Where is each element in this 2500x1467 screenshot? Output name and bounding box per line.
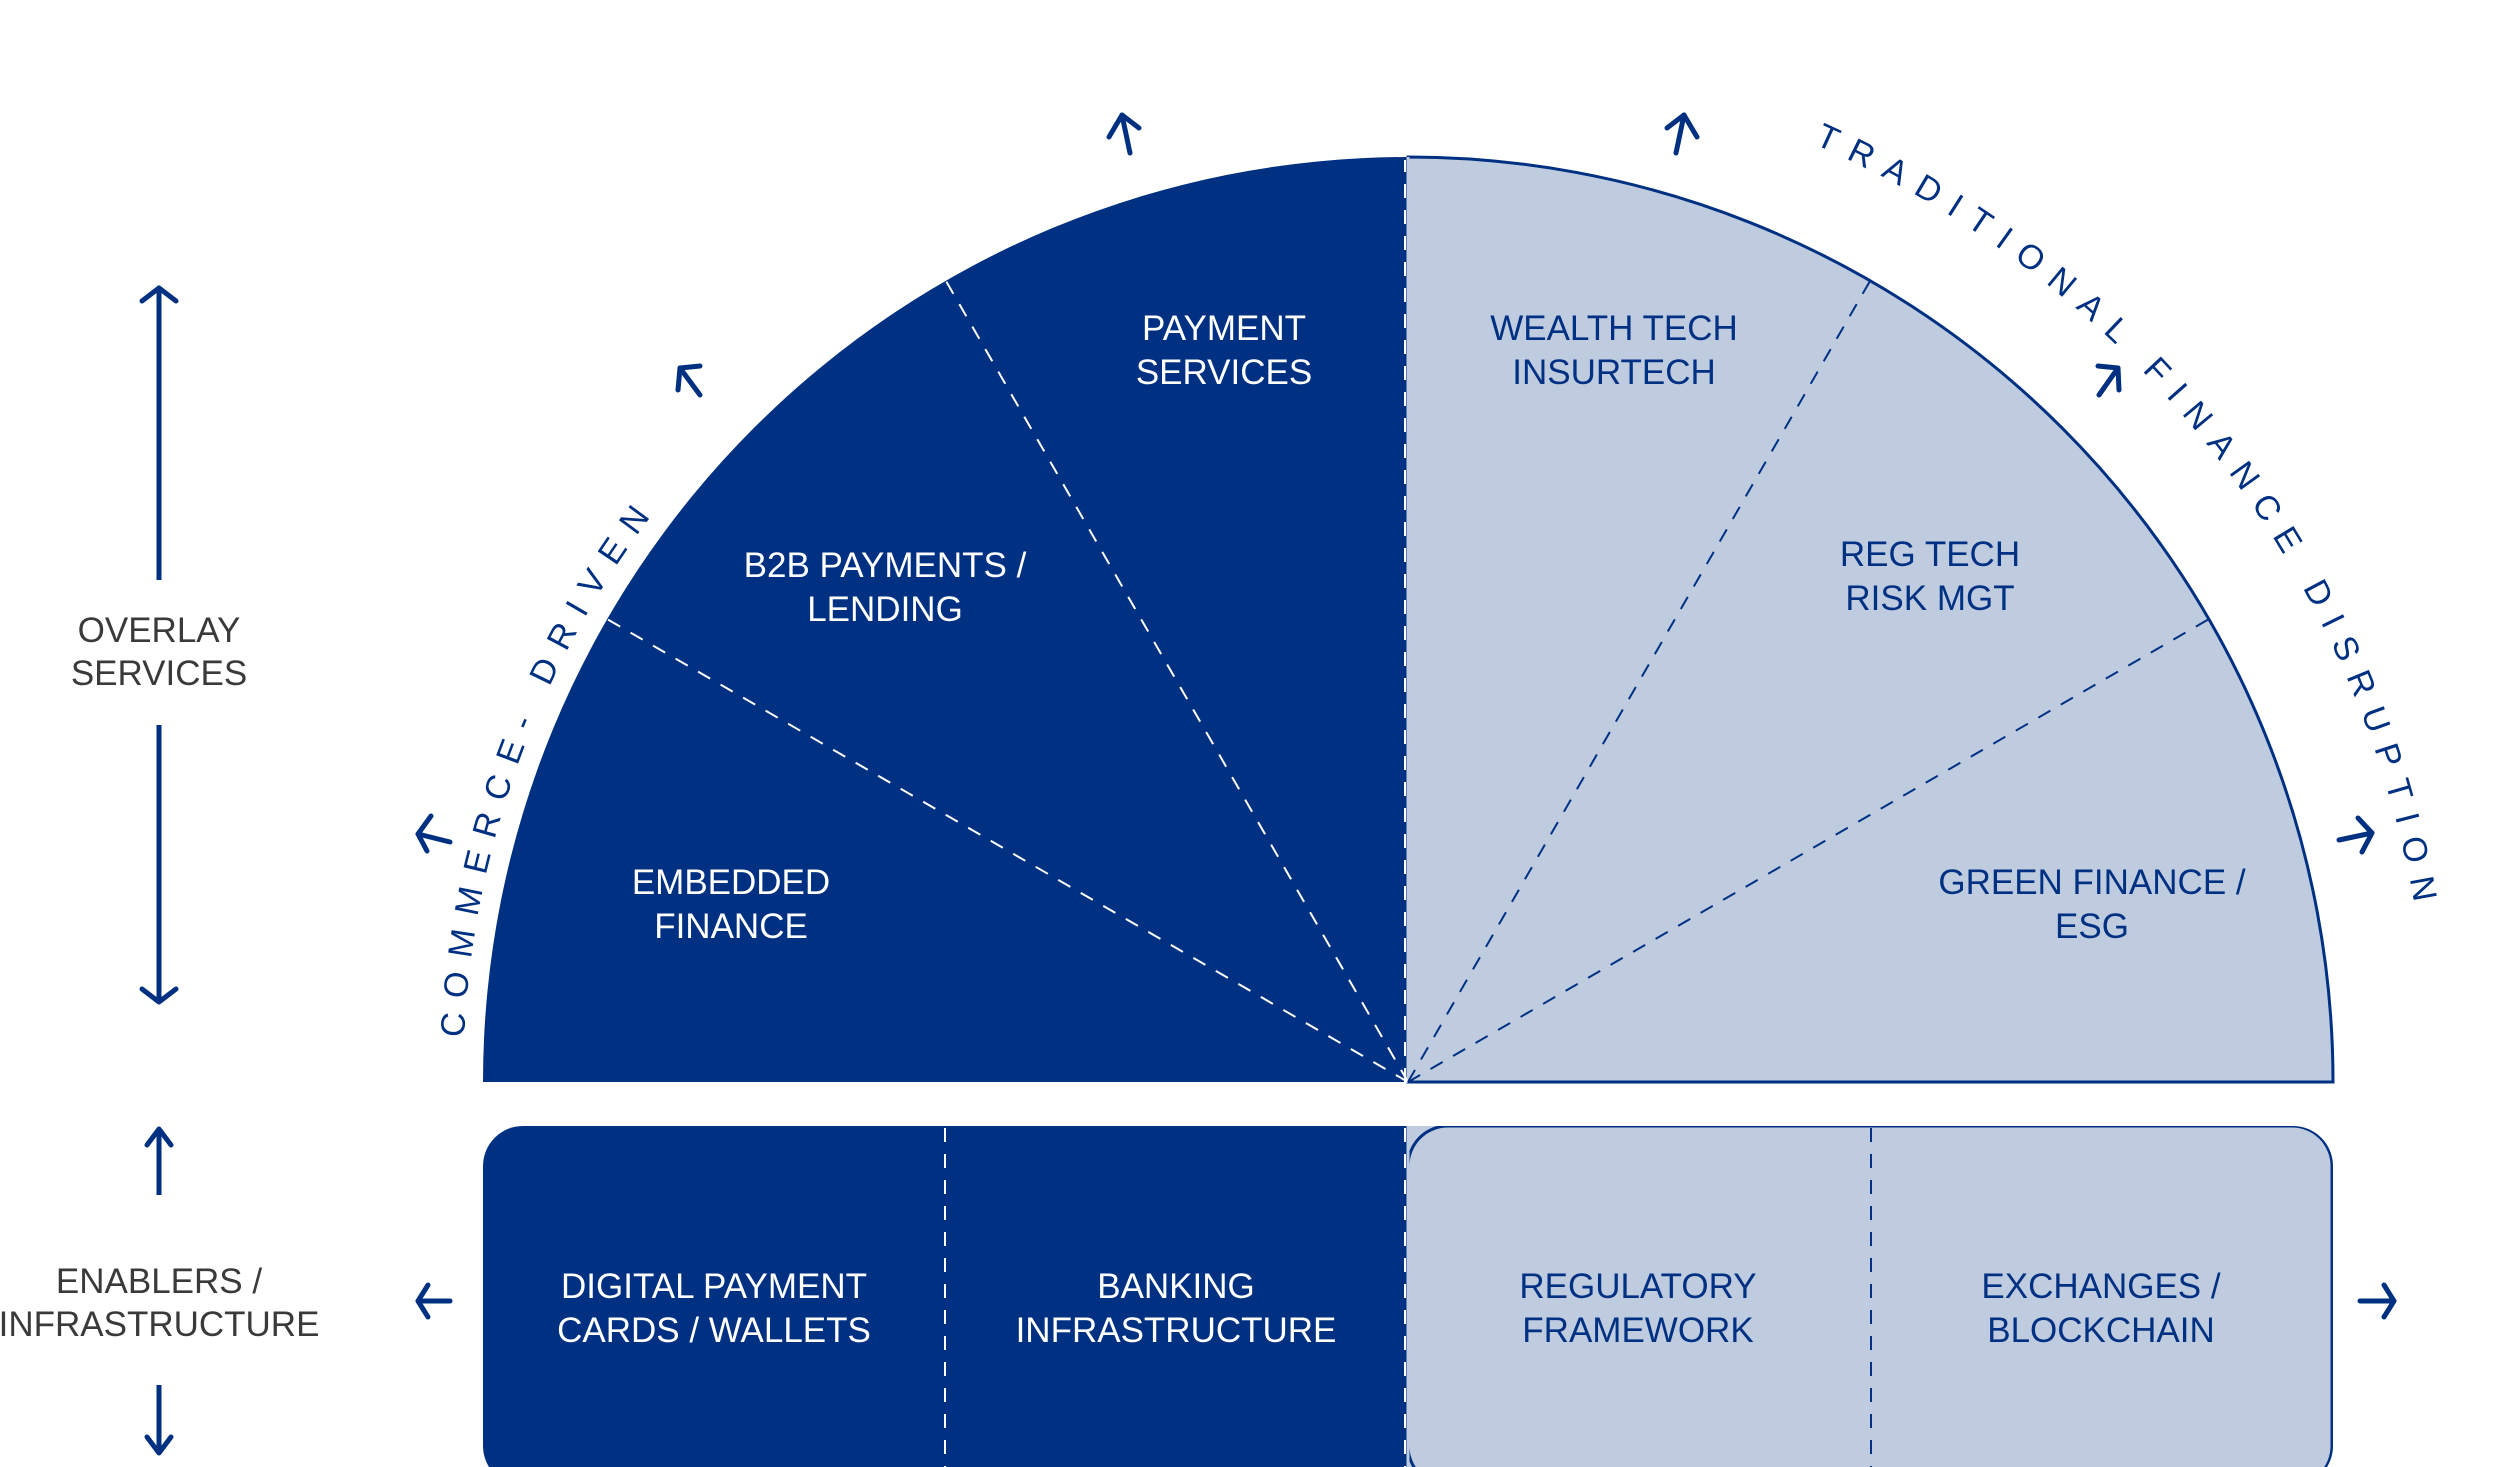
segment-label-line2: ESG: [2055, 907, 2129, 946]
arrow-right-icon: [2336, 815, 2375, 855]
segment-label-line1: DIGITAL PAYMENT: [561, 1267, 867, 1306]
segment-label-line2: LENDING: [807, 590, 963, 629]
overlay-services-axis: OVERLAY SERVICES: [71, 285, 247, 1005]
enablers-bar: DIGITAL PAYMENT CARDS / WALLETS BANKING …: [415, 1126, 2397, 1467]
overlay-semicircle: EMBEDDED FINANCE B2B PAYMENTS / LENDING …: [483, 155, 2335, 1084]
segment-label-line1: EMBEDDED: [632, 863, 830, 902]
segment-label-line2: RISK MGT: [1845, 579, 2014, 618]
segment-label-line1: B2B PAYMENTS /: [744, 546, 1027, 585]
overlay-segment-wealth-tech: WEALTH TECH INSURTECH: [1490, 309, 1738, 392]
segment-label-line2: BLOCKCHAIN: [1987, 1311, 2215, 1350]
outward-arrows: [415, 112, 2375, 855]
traditional-half: [1406, 155, 2335, 1084]
double-arrow-vertical-icon: [144, 1126, 174, 1456]
enablers-label-line1: ENABLERS /: [56, 1262, 262, 1301]
enabler-segment-banking-infrastructure: BANKING INFRASTRUCTURE: [1016, 1267, 1337, 1350]
overlay-label-line1: OVERLAY: [78, 611, 241, 650]
overlay-segment-reg-tech: REG TECH RISK MGT: [1840, 535, 2020, 618]
enabler-dividers: [944, 1128, 1872, 1467]
segment-label-line1: BANKING: [1097, 1267, 1255, 1306]
segment-label-line2: INFRASTRUCTURE: [1016, 1311, 1337, 1350]
segment-label-line1: PAYMENT: [1142, 309, 1306, 348]
segment-label-line2: CARDS / WALLETS: [557, 1311, 871, 1350]
arrow-left-icon: [415, 813, 453, 854]
arrow-up-left-icon: [675, 363, 703, 398]
segment-label-line2: SERVICES: [1136, 353, 1312, 392]
segment-label-line1: WEALTH TECH: [1490, 309, 1738, 348]
enabler-segment-digital-payment: DIGITAL PAYMENT CARDS / WALLETS: [557, 1267, 871, 1350]
enabler-segment-regulatory-framework: REGULATORY FRAMEWORK: [1519, 1267, 1756, 1350]
enablers-axis: ENABLERS / INFRASTRUCTURE: [0, 1126, 319, 1456]
segment-label-line1: EXCHANGES /: [1981, 1267, 2220, 1306]
overlay-label-line2: SERVICES: [71, 654, 247, 693]
segment-label-line2: FRAMEWORK: [1522, 1311, 1753, 1350]
overlay-segment-payment-services: PAYMENT SERVICES: [1136, 309, 1312, 392]
commerce-half: [483, 157, 1408, 1082]
overlay-segment-embedded-finance: EMBEDDED FINANCE: [632, 863, 830, 946]
arrow-up-icon: [1106, 112, 1142, 156]
overlay-segment-b2b-payments: B2B PAYMENTS / LENDING: [744, 546, 1027, 629]
segment-label-line2: FINANCE: [654, 907, 808, 946]
segment-label-line1: REGULATORY: [1519, 1267, 1756, 1306]
enabler-segment-exchanges-blockchain: EXCHANGES / BLOCKCHAIN: [1981, 1267, 2220, 1350]
segment-label-line2: INSURTECH: [1512, 353, 1716, 392]
overlay-segment-green-finance: GREEN FINANCE / ESG: [1938, 863, 2246, 946]
arrow-left-icon: [415, 1282, 453, 1320]
segment-label-line1: REG TECH: [1840, 535, 2020, 574]
double-arrow-vertical-icon: [139, 285, 179, 1005]
segment-label-line1: GREEN FINANCE /: [1938, 863, 2246, 902]
enablers-label-line2: INFRASTRUCTURE: [0, 1305, 319, 1344]
arrow-up-right-icon: [2095, 363, 2122, 398]
arrow-up-icon: [1664, 112, 1700, 156]
arrow-right-icon: [2357, 1282, 2397, 1320]
